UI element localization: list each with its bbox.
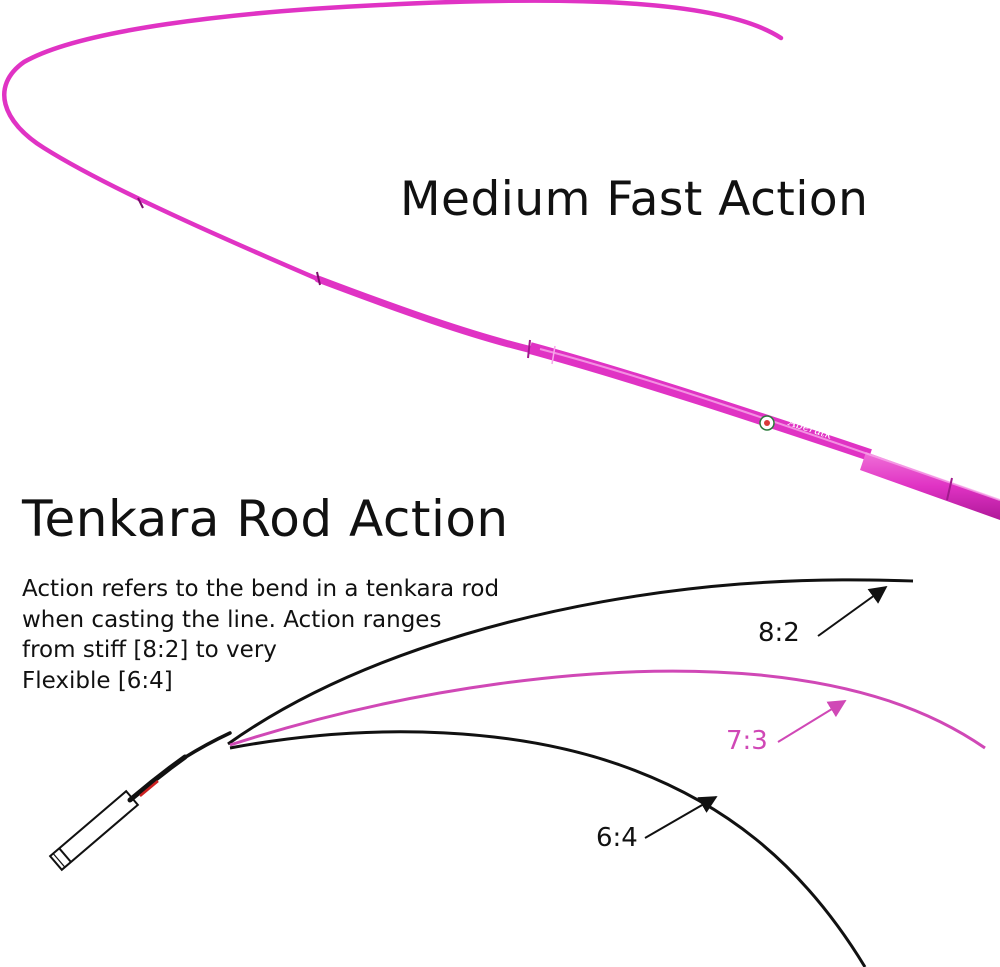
rod-joint	[946, 477, 953, 501]
curve-6-4	[229, 730, 867, 967]
rod-joint	[316, 271, 321, 286]
description-line: Flexible [6:4]	[22, 667, 173, 694]
rod-joint	[527, 339, 531, 359]
description-line: when casting the line. Action ranges	[22, 606, 442, 633]
arrow-8-2	[817, 585, 888, 637]
description-line: from stiff [8:2] to very	[22, 637, 277, 663]
medium-fast-action-title: Medium Fast Action	[400, 172, 869, 227]
curve-7-3	[229, 669, 986, 750]
ratio-label-6-4: 6:4	[596, 823, 638, 853]
description-line: Action refers to the bend in a tenkara r…	[22, 576, 500, 602]
rod-blank-taper	[182, 731, 232, 760]
rod-mid-section	[314, 275, 536, 354]
rod-blank	[127, 754, 188, 803]
rod-butt-section	[860, 452, 1000, 520]
arrow-7-3	[777, 700, 847, 743]
ratio-label-7-3: 7:3	[726, 726, 768, 756]
action-description: Action refers to the bend in a tenkara r…	[22, 574, 562, 696]
rod-logo-accent	[764, 420, 770, 426]
ratio-label-8-2: 8:2	[758, 618, 800, 648]
rod-handle	[48, 789, 140, 872]
rod-action-diagram	[48, 578, 986, 967]
pink-rod-photo: Aberutk	[2, 0, 1000, 520]
handle-red-accent	[139, 780, 159, 797]
rod-tip-section	[2, 0, 784, 283]
rod-highlight	[539, 348, 1000, 501]
arrow-6-4	[644, 796, 718, 839]
curve-8-2	[227, 578, 914, 746]
rod-joint	[551, 345, 556, 365]
rod-joint	[137, 197, 144, 209]
rod-lower-section	[528, 342, 872, 461]
tenkara-rod-action-title: Tenkara Rod Action	[22, 490, 509, 548]
